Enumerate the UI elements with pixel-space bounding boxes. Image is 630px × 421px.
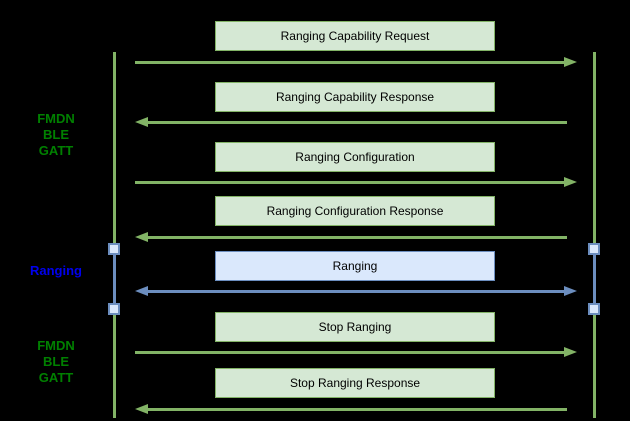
message-box: Stop Ranging bbox=[215, 312, 495, 342]
message-arrow-left bbox=[135, 116, 567, 128]
lifeline-right bbox=[593, 52, 596, 418]
side-label-fmdn-ble-gatt-bottom: FMDN BLE GATT bbox=[37, 338, 75, 385]
arrow-shaft bbox=[135, 60, 564, 64]
arrowhead-right-icon bbox=[564, 177, 577, 187]
arrowhead-left-icon bbox=[135, 404, 148, 414]
arrow-shaft bbox=[148, 289, 564, 293]
arrow-shaft bbox=[135, 350, 564, 354]
message-label: Ranging Capability Request bbox=[280, 29, 430, 43]
activation-marker-left-top bbox=[108, 243, 120, 255]
arrowhead-right-icon bbox=[564, 347, 577, 357]
message-label: Stop Ranging Response bbox=[289, 376, 421, 390]
side-label-ranging: Ranging bbox=[30, 263, 82, 278]
arrowhead-left-icon bbox=[135, 117, 148, 127]
activation-marker-left-bottom bbox=[108, 303, 120, 315]
message-arrow-left bbox=[135, 231, 567, 243]
message-box: Ranging Configuration Response bbox=[215, 196, 495, 226]
lifeline-right-ranging-segment bbox=[593, 249, 596, 309]
message-label: Ranging Configuration bbox=[295, 150, 415, 164]
arrowhead-left-icon bbox=[135, 286, 148, 296]
message-arrow-right bbox=[135, 346, 577, 358]
message-box: Stop Ranging Response bbox=[215, 368, 495, 398]
message-label: Ranging bbox=[332, 259, 378, 273]
arrow-shaft bbox=[135, 180, 564, 184]
message-box: Ranging Capability Response bbox=[215, 82, 495, 112]
message-arrow-right bbox=[135, 56, 577, 68]
message-box: Ranging bbox=[215, 251, 495, 281]
message-box: Ranging Capability Request bbox=[215, 21, 495, 51]
message-label: Ranging Capability Response bbox=[275, 90, 435, 104]
activation-marker-right-bottom bbox=[588, 303, 600, 315]
arrow-shaft bbox=[148, 407, 567, 411]
activation-marker-right-top bbox=[588, 243, 600, 255]
message-arrow-left bbox=[135, 403, 567, 415]
lifeline-left bbox=[113, 52, 116, 418]
message-label: Stop Ranging bbox=[318, 320, 392, 334]
message-arrow-bidirectional bbox=[135, 285, 577, 297]
arrowhead-right-icon bbox=[564, 57, 577, 67]
arrow-shaft bbox=[148, 235, 567, 239]
arrowhead-right-icon bbox=[564, 286, 577, 296]
message-arrow-right bbox=[135, 176, 577, 188]
side-label-fmdn-ble-gatt-top: FMDN BLE GATT bbox=[37, 111, 75, 158]
arrow-shaft bbox=[148, 120, 567, 124]
message-label: Ranging Configuration Response bbox=[266, 204, 444, 218]
message-box: Ranging Configuration bbox=[215, 142, 495, 172]
lifeline-left-ranging-segment bbox=[113, 249, 116, 309]
arrowhead-left-icon bbox=[135, 232, 148, 242]
